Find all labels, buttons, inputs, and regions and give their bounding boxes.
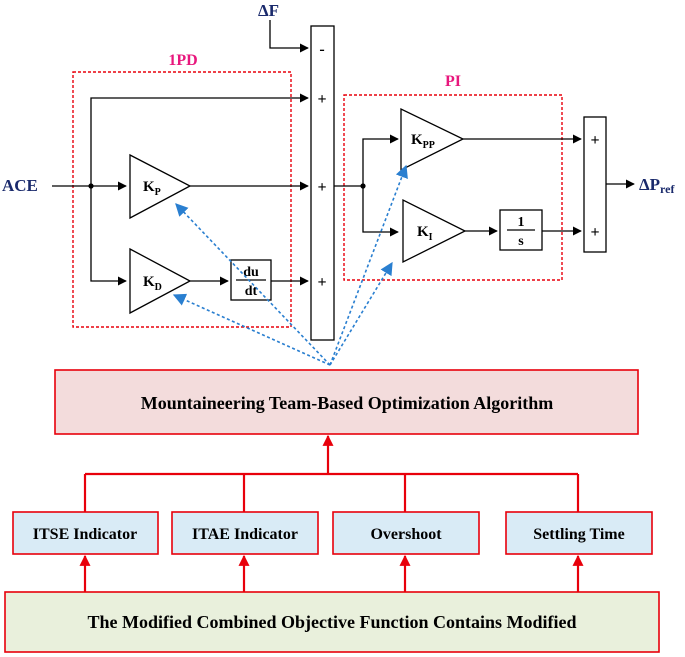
svg-text:KPP: KPP — [411, 132, 435, 151]
line-to-kd — [90, 186, 127, 286]
indicator-itae: ITAE Indicator — [171, 511, 319, 555]
pi-group-label: PI — [445, 73, 461, 90]
indicator-itse: ITSE Indicator — [12, 511, 159, 555]
summer-1-sign-2: + — [317, 179, 326, 196]
tuning-arrow-kp — [175, 203, 331, 366]
svg-text:KD: KD — [143, 274, 162, 293]
indicator-connectors — [83, 434, 580, 512]
gain-kd-sub: D — [155, 282, 162, 293]
gain-kpp-block: KPP — [400, 107, 465, 172]
summer-1-sign-0: - — [319, 41, 324, 58]
delta-f-line — [269, 20, 309, 53]
indicator-overshoot-label: Overshoot — [370, 526, 442, 543]
tuning-arrow-ki — [329, 261, 393, 366]
pd-group-box — [72, 71, 292, 328]
derivative-block: du dt — [230, 259, 272, 301]
gain-kp-block: KP — [129, 153, 192, 220]
pi-group-box — [343, 94, 563, 281]
svg-text:KP: KP — [143, 179, 161, 198]
objective-connectors — [79, 554, 584, 592]
line-to-ki — [362, 186, 399, 237]
gain-ki-base: K — [417, 224, 429, 240]
indicator-itse-label: ITSE Indicator — [33, 526, 137, 543]
indicator-settling-time: Settling Time — [505, 511, 653, 555]
line-to-kpp — [362, 134, 399, 186]
derivative-numerator: du — [243, 265, 259, 280]
gain-kp-base: K — [143, 179, 155, 195]
integrator-denominator: s — [518, 234, 524, 249]
gain-kpp-sub: PP — [423, 140, 435, 151]
summer-1-sign-1: + — [317, 91, 326, 108]
summer-2-sign-0: + — [590, 132, 599, 149]
pd-group-label: 1PD — [168, 52, 197, 69]
integrator-block: 1 s — [499, 209, 543, 251]
objective-label: The Modified Combined Objective Function… — [87, 612, 576, 632]
tuning-arrows — [172, 164, 408, 366]
output-label: ΔPref — [639, 175, 675, 196]
output-symbol: ΔP — [639, 175, 660, 194]
tuning-arrow-kd — [172, 293, 331, 366]
indicator-itae-label: ITAE Indicator — [192, 526, 298, 543]
integrator-numerator: 1 — [518, 215, 525, 230]
summer-1: - + + + — [310, 25, 335, 341]
gain-kd-block: KD — [129, 247, 192, 315]
tuning-arrow-kpp — [329, 164, 408, 366]
summer-1-sign-3: + — [317, 274, 326, 291]
objective-box — [4, 591, 660, 653]
derivative-denominator: dt — [245, 284, 258, 299]
optimizer-box — [54, 369, 639, 435]
gain-kp-sub: P — [155, 187, 161, 198]
summer-2-sign-1: + — [590, 224, 599, 241]
gain-ki-block: KI — [402, 198, 467, 264]
gain-kpp-base: K — [411, 132, 423, 148]
indicator-settling-time-label: Settling Time — [533, 526, 624, 543]
indicator-overshoot: Overshoot — [332, 511, 480, 555]
gain-kd-base: K — [143, 274, 155, 290]
ace-input-label: ACE — [2, 176, 38, 195]
output-subscript: ref — [660, 182, 675, 196]
svg-text:KI: KI — [417, 224, 433, 243]
gain-ki-sub: I — [429, 232, 433, 243]
delta-f-label: ΔF — [258, 1, 279, 20]
summer-2: + + — [583, 116, 607, 253]
bypass-line — [90, 93, 309, 186]
optimizer-label: Mountaineering Team-Based Optimization A… — [141, 393, 554, 413]
